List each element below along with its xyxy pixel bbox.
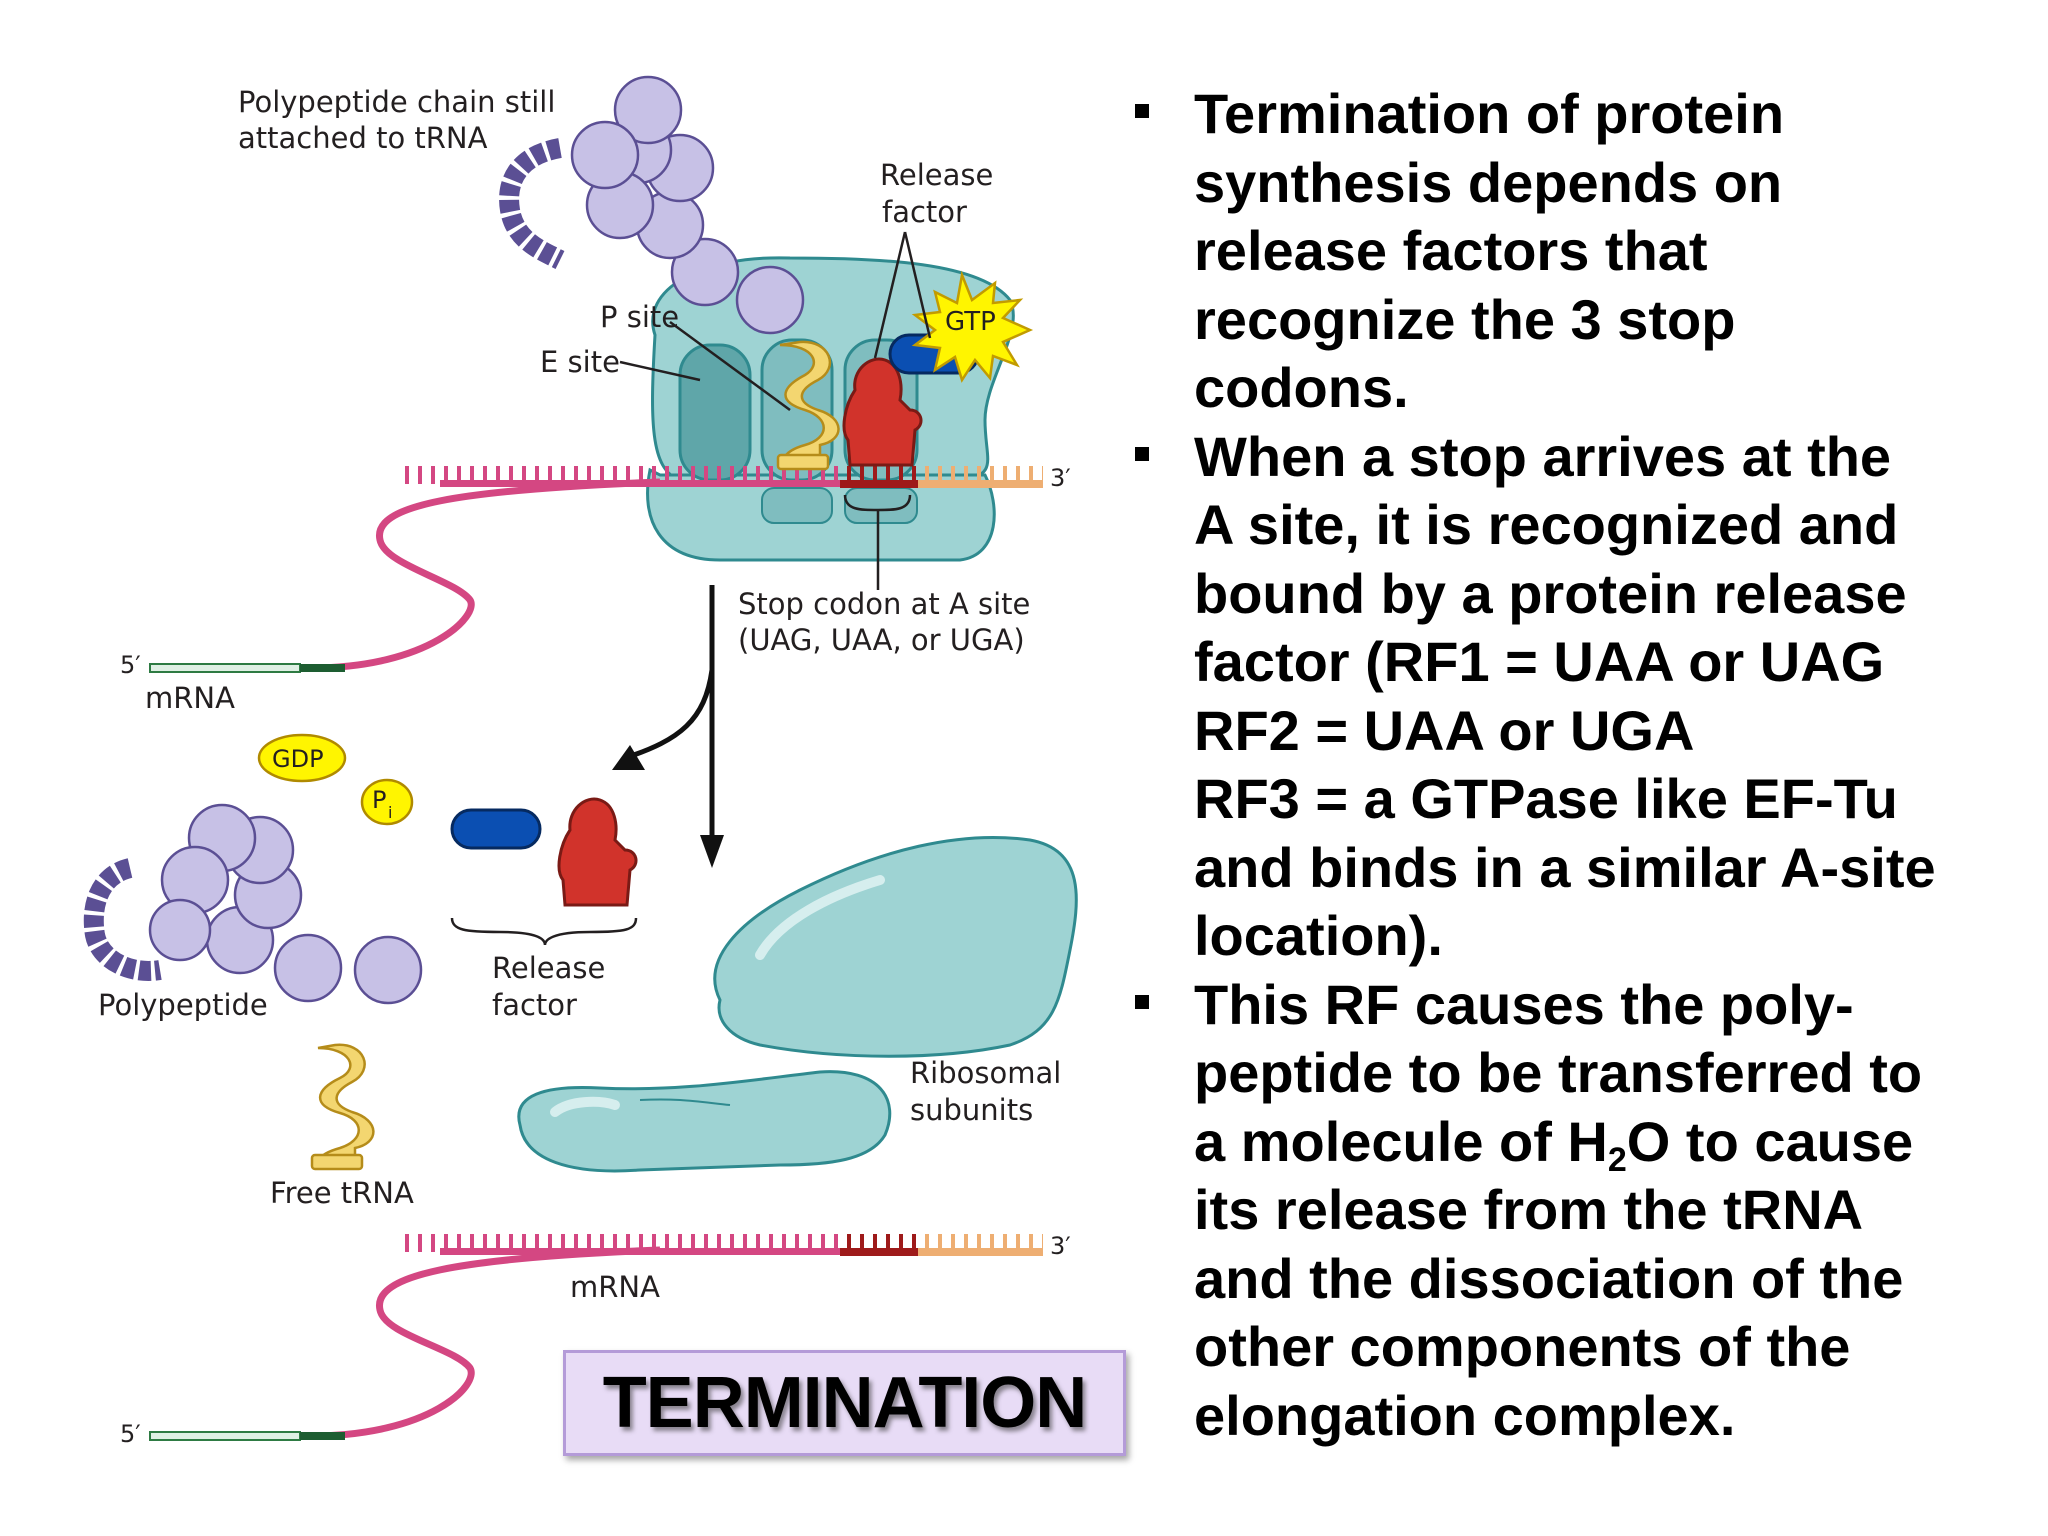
mrna-backbone-bottom bbox=[440, 1248, 840, 1255]
release-factor-label-bottom-2: factor bbox=[492, 988, 577, 1022]
three-prime-label-top: 3′ bbox=[1050, 464, 1071, 492]
small-subunit-pocket-left bbox=[761, 487, 833, 524]
polypeptide-label: Polypeptide bbox=[98, 988, 268, 1022]
polypeptide-free bbox=[83, 803, 423, 1005]
polypeptide-chain-top bbox=[499, 75, 805, 335]
stop-codon-brace bbox=[843, 494, 912, 590]
e-site-pocket bbox=[678, 343, 752, 482]
bullet-2-line: RF2 = UAA or UGA bbox=[1194, 698, 1695, 762]
bullet-1-line: release factors that bbox=[1194, 219, 1708, 282]
bullet-2-line: bound by a protein release bbox=[1194, 561, 1907, 625]
release-factor-label-top-1: Release bbox=[880, 158, 993, 192]
five-prime-label-bottom: 5′ bbox=[120, 1420, 141, 1448]
bullet-2-line: RF3 = a GTPase like EF-Tu bbox=[1194, 767, 1898, 830]
mrna-3prime-backbone-top bbox=[918, 480, 1043, 488]
dissociation-arrows bbox=[624, 585, 715, 840]
polypeptide-attached-label-1: Polypeptide chain still bbox=[238, 85, 555, 119]
bullet-marker bbox=[1135, 446, 1149, 461]
bullet-2: When a stop arrives at the A site, it is… bbox=[1130, 423, 2030, 971]
bullet-3-line: its release from the tRNA bbox=[1194, 1178, 1864, 1241]
free-trna bbox=[310, 1043, 375, 1171]
bullet-1-line: synthesis depends on bbox=[1194, 150, 1783, 214]
stop-codon-bottom bbox=[840, 1234, 918, 1252]
stop-codon-backbone-bottom bbox=[840, 1248, 918, 1256]
gdp-label: GDP bbox=[272, 745, 324, 773]
termination-diagram: GTP Polypeptide chain still attached to … bbox=[83, 75, 1078, 1448]
bullet-1: Termination of protein synthesis depends… bbox=[1130, 80, 2030, 423]
mrna-backbone-top bbox=[440, 480, 840, 487]
release-factor-top bbox=[842, 357, 923, 467]
stop-codon-label-2: (UAG, UAA, or UGA) bbox=[738, 623, 1025, 657]
pi-oval bbox=[360, 778, 414, 826]
bullet-2-line: A site, it is recognized and bbox=[1194, 493, 1899, 556]
ribosomal-subunit-large-free bbox=[713, 835, 1078, 1058]
mrna-strand-top bbox=[150, 478, 661, 672]
h2o-subscript: 2 bbox=[1607, 1140, 1627, 1179]
mrna-5prime-utr-bottom bbox=[149, 1431, 301, 1441]
release-factor-brace bbox=[450, 917, 638, 946]
gdp-oval bbox=[257, 733, 347, 783]
bullet-3-line: and the dissociation of the bbox=[1194, 1246, 1904, 1310]
release-factor-label-top-2: factor bbox=[882, 195, 967, 229]
mrna-strand-bottom bbox=[150, 1246, 661, 1440]
ribosomal-subunits-label-1: Ribosomal bbox=[910, 1056, 1061, 1090]
bullet-2-line: factor (RF1 = UAA or UAG bbox=[1194, 630, 1885, 693]
mrna-codons-bottom bbox=[400, 1234, 840, 1252]
release-factor-released bbox=[557, 797, 638, 907]
trna-p-site bbox=[776, 340, 840, 471]
mrna-label-bottom: mRNA bbox=[570, 1270, 660, 1304]
three-prime-label-bottom: 3′ bbox=[1050, 1232, 1071, 1260]
ribosomal-subunit-small-groove bbox=[639, 1098, 731, 1106]
bullet-marker bbox=[1135, 104, 1149, 118]
bullet-2-line: and binds in a similar A-site bbox=[1194, 835, 1936, 899]
pi-label: P bbox=[372, 786, 386, 814]
mrna-start-marker-top bbox=[300, 664, 345, 672]
gtp-label: GTP bbox=[945, 307, 996, 337]
arrow-head-down bbox=[700, 835, 724, 868]
bullet-2-line: When a stop arrives at the bbox=[1194, 424, 1892, 488]
bullet-3-line: other components of the bbox=[1194, 1315, 1851, 1378]
h2o-text-before: a molecule of H bbox=[1194, 1109, 1608, 1173]
stop-codon-backbone-top bbox=[840, 480, 918, 488]
pi-subscript: i bbox=[388, 803, 392, 822]
ribosomal-subunit-small-free bbox=[517, 1070, 892, 1173]
e-site-label: E site bbox=[540, 345, 620, 379]
bullet-1-line: Termination of protein bbox=[1194, 82, 1785, 145]
release-factor-label-bottom-1: Release bbox=[492, 951, 605, 985]
bullet-marker bbox=[1135, 994, 1149, 1009]
mrna-codons-top bbox=[400, 466, 840, 484]
mrna-3prime-utr-bottom bbox=[918, 1234, 1043, 1252]
mrna-start-marker-bottom bbox=[300, 1432, 345, 1440]
mrna-5prime-utr-top bbox=[149, 663, 301, 673]
mrna-label-top: mRNA bbox=[145, 681, 235, 715]
bullet-3-line-h2o: a molecule of H2O to cause bbox=[1194, 1108, 2030, 1177]
ribosomal-subunit-large-highlight bbox=[755, 875, 885, 960]
gtp-binding-protein-released bbox=[450, 808, 542, 850]
ribosomal-subunits-label-2: subunits bbox=[910, 1093, 1033, 1127]
arrow-head-left bbox=[612, 745, 645, 770]
bullet-1-line: codons. bbox=[1194, 356, 1409, 419]
bullet-1-line: recognize the 3 stop bbox=[1194, 287, 1736, 351]
h2o-text-after: O to cause bbox=[1626, 1109, 1914, 1173]
bullet-3-line: peptide to be transferred to bbox=[1194, 1041, 1923, 1104]
termination-title-badge: TERMINATION bbox=[563, 1350, 1126, 1456]
free-trna-label: Free tRNA bbox=[270, 1176, 414, 1210]
polypeptide-attached-label-2: attached to tRNA bbox=[238, 121, 488, 155]
bullet-3-line: This RF causes the poly- bbox=[1194, 972, 1854, 1036]
stop-codon-label-1: Stop codon at A site bbox=[738, 587, 1030, 621]
bullet-3-line: elongation complex. bbox=[1194, 1383, 1736, 1447]
mrna-3prime-backbone-bottom bbox=[918, 1248, 1043, 1256]
ribosomal-subunit-small-highlight bbox=[550, 1096, 620, 1117]
p-site-label: P site bbox=[600, 300, 679, 334]
explanation-bullets: Termination of protein synthesis depends… bbox=[1130, 80, 2030, 1450]
mrna-3prime-utr-top bbox=[918, 466, 1043, 484]
five-prime-label-top: 5′ bbox=[120, 651, 141, 679]
bullet-2-line: location). bbox=[1194, 904, 1443, 967]
stop-codon-top bbox=[840, 466, 918, 484]
bullet-3: This RF causes the poly- peptide to be t… bbox=[1130, 971, 2030, 1451]
